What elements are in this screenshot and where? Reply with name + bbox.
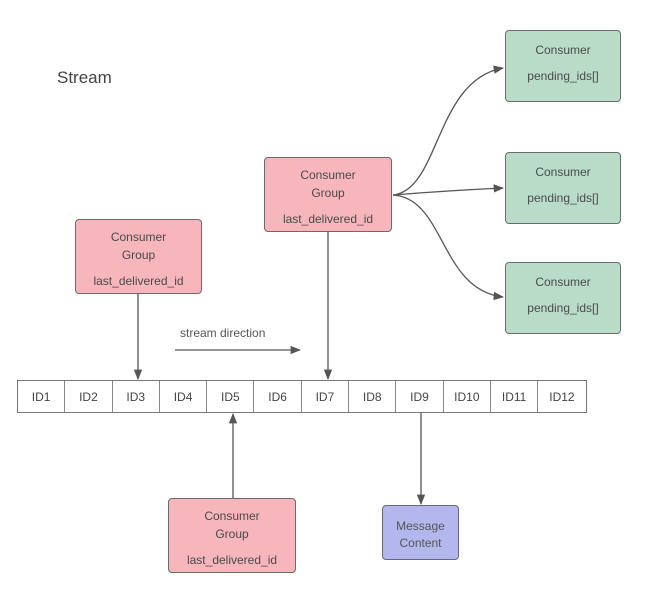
stream-id-cell: ID8 [349,381,397,412]
stream-id-cell: ID11 [491,381,539,412]
consumer-label: Consumer [535,165,591,179]
last-delivered-id-field: last_delivered_id [93,274,184,288]
last-delivered-id-field: last_delivered_id [282,212,374,226]
consumer-label: Consumer [535,275,591,289]
consumer-label: Consumer [535,43,591,57]
consumer-box: Consumer pending_ids[] [505,152,621,224]
stream-direction-label: stream direction [180,326,266,340]
stream-id-cell: ID7 [302,381,350,412]
diagram-title: Stream [57,68,112,87]
last-delivered-id-field: last_delivered_id [186,553,278,567]
stream-id-cell: ID10 [444,381,491,412]
stream-id-cell: ID6 [254,381,302,412]
stream-id-cell: ID9 [396,381,444,412]
pending-ids-field: pending_ids[] [527,301,599,315]
cg2-to-consumer-2-arrow [392,184,505,196]
consumer-box: Consumer pending_ids[] [505,262,621,334]
cg2-to-consumer-1-arrow [392,65,505,196]
stream-id-cell: ID3 [113,381,160,412]
stream-id-row: ID1 ID2 ID3 ID4 ID5 ID6 ID7 ID8 ID9 ID10… [17,380,587,413]
cg2-to-consumer-3-arrow [392,194,505,301]
stream-id-cell: ID5 [207,381,255,412]
stream-id-cell: ID1 [18,381,66,412]
stream-id-cell: ID12 [549,389,575,404]
stream-id-cell: ID4 [160,381,208,412]
consumer-box: Consumer pending_ids[] [505,30,621,102]
pending-ids-field: pending_ids[] [527,69,599,83]
pending-ids-field: pending_ids[] [527,191,599,205]
stream-id-cell: ID2 [65,381,113,412]
